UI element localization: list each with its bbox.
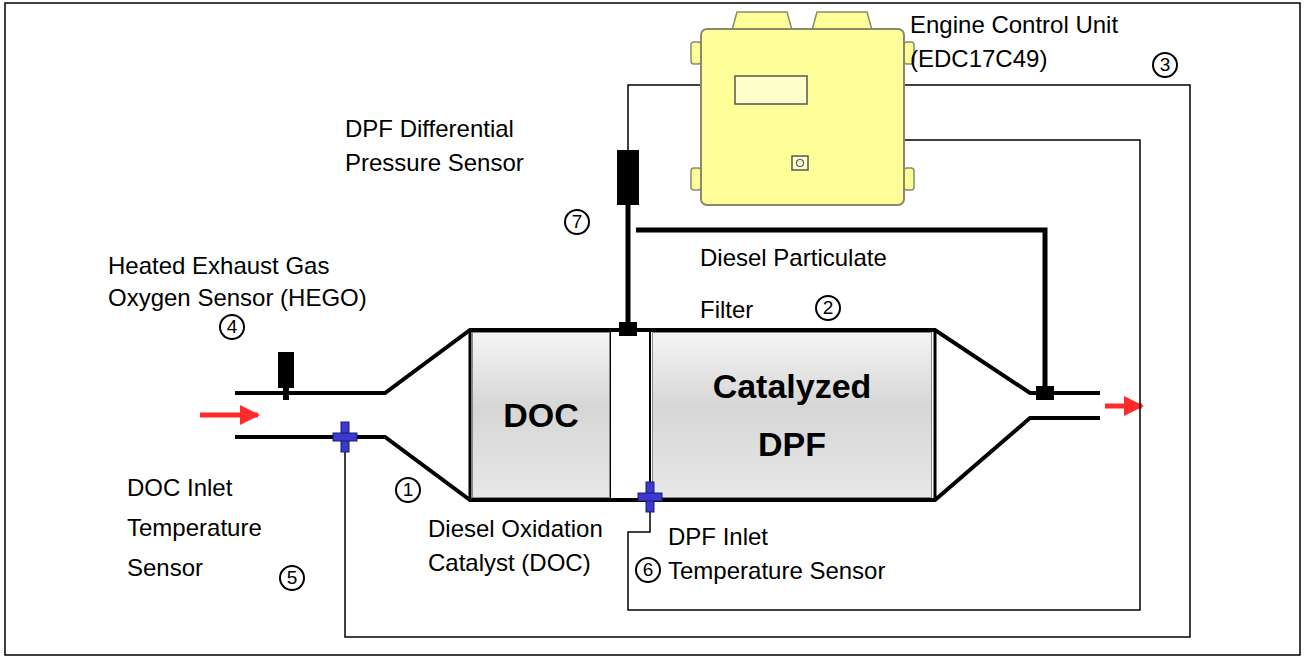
part-name: DOC Inlet Temperature Sensor bbox=[127, 468, 287, 588]
ecu-window bbox=[735, 76, 807, 104]
probe-flange bbox=[638, 493, 662, 501]
ecu-button bbox=[792, 156, 808, 170]
mounting-ear bbox=[904, 168, 914, 190]
part-name: Diesel Particulate Filter bbox=[700, 232, 900, 336]
callout-number: 5 bbox=[279, 565, 305, 591]
ecu-housing bbox=[700, 28, 905, 206]
flow-arrow-in bbox=[200, 413, 258, 418]
mounting-ear bbox=[691, 168, 701, 190]
callout-number: 2 bbox=[815, 295, 841, 321]
part-name: DPF Inlet Temperature Sensor bbox=[668, 520, 908, 588]
signal-wire bbox=[628, 140, 1140, 610]
part-name: Engine Control Unit (EDC17C49) bbox=[910, 8, 1160, 76]
housing-outlet-edge bbox=[934, 330, 937, 500]
ecu-body bbox=[701, 29, 904, 205]
oxygen-sensor: Heated Exhaust Gas Oxygen Sensor (HEGO) bbox=[278, 352, 294, 388]
callout-number: 1 bbox=[395, 477, 421, 503]
temperature-probe bbox=[333, 422, 357, 452]
temperature-sensor: DOC Inlet Temperature Sensor bbox=[333, 422, 357, 452]
block-label: DOC bbox=[503, 386, 579, 444]
connector-tab bbox=[812, 12, 872, 30]
pressure-tap-downstream bbox=[1036, 386, 1054, 400]
callout-number: 6 bbox=[635, 557, 661, 583]
hego-stem bbox=[283, 386, 289, 400]
probe-flange bbox=[333, 433, 357, 441]
engine-control-unit: Engine Control Unit (EDC17C49) bbox=[700, 28, 905, 206]
frame bbox=[5, 3, 1300, 655]
part-name: Heated Exhaust Gas Oxygen Sensor (HEGO) bbox=[108, 250, 398, 314]
temperature-sensor: DPF Inlet Temperature Sensor bbox=[638, 482, 662, 512]
pressure-tap-upstream bbox=[619, 322, 637, 336]
part-name: DPF Differential Pressure Sensor bbox=[345, 112, 545, 180]
block-label: Catalyzed DPF bbox=[692, 357, 892, 473]
catalyst-block: DOC bbox=[472, 332, 610, 498]
temperature-probe bbox=[638, 482, 662, 512]
signal-wire bbox=[628, 85, 700, 150]
callout-number: 7 bbox=[564, 209, 590, 235]
flow-arrow-out bbox=[1105, 404, 1142, 409]
callout-number: 4 bbox=[219, 314, 245, 340]
filter-block: Catalyzed DPF bbox=[652, 332, 932, 498]
dpf-divider bbox=[649, 330, 651, 500]
pressure-tube-upstream bbox=[626, 205, 631, 330]
pressure-tap-flange bbox=[1036, 392, 1054, 395]
pressure-sensor: DPF Differential Pressure Sensor bbox=[617, 150, 639, 205]
part-name: Diesel Oxidation Catalyst (DOC) bbox=[428, 512, 618, 580]
ecu-button-mark bbox=[797, 160, 804, 167]
mounting-ear bbox=[691, 42, 701, 64]
connector-tab bbox=[732, 12, 792, 30]
callout-number: 3 bbox=[1152, 52, 1178, 78]
